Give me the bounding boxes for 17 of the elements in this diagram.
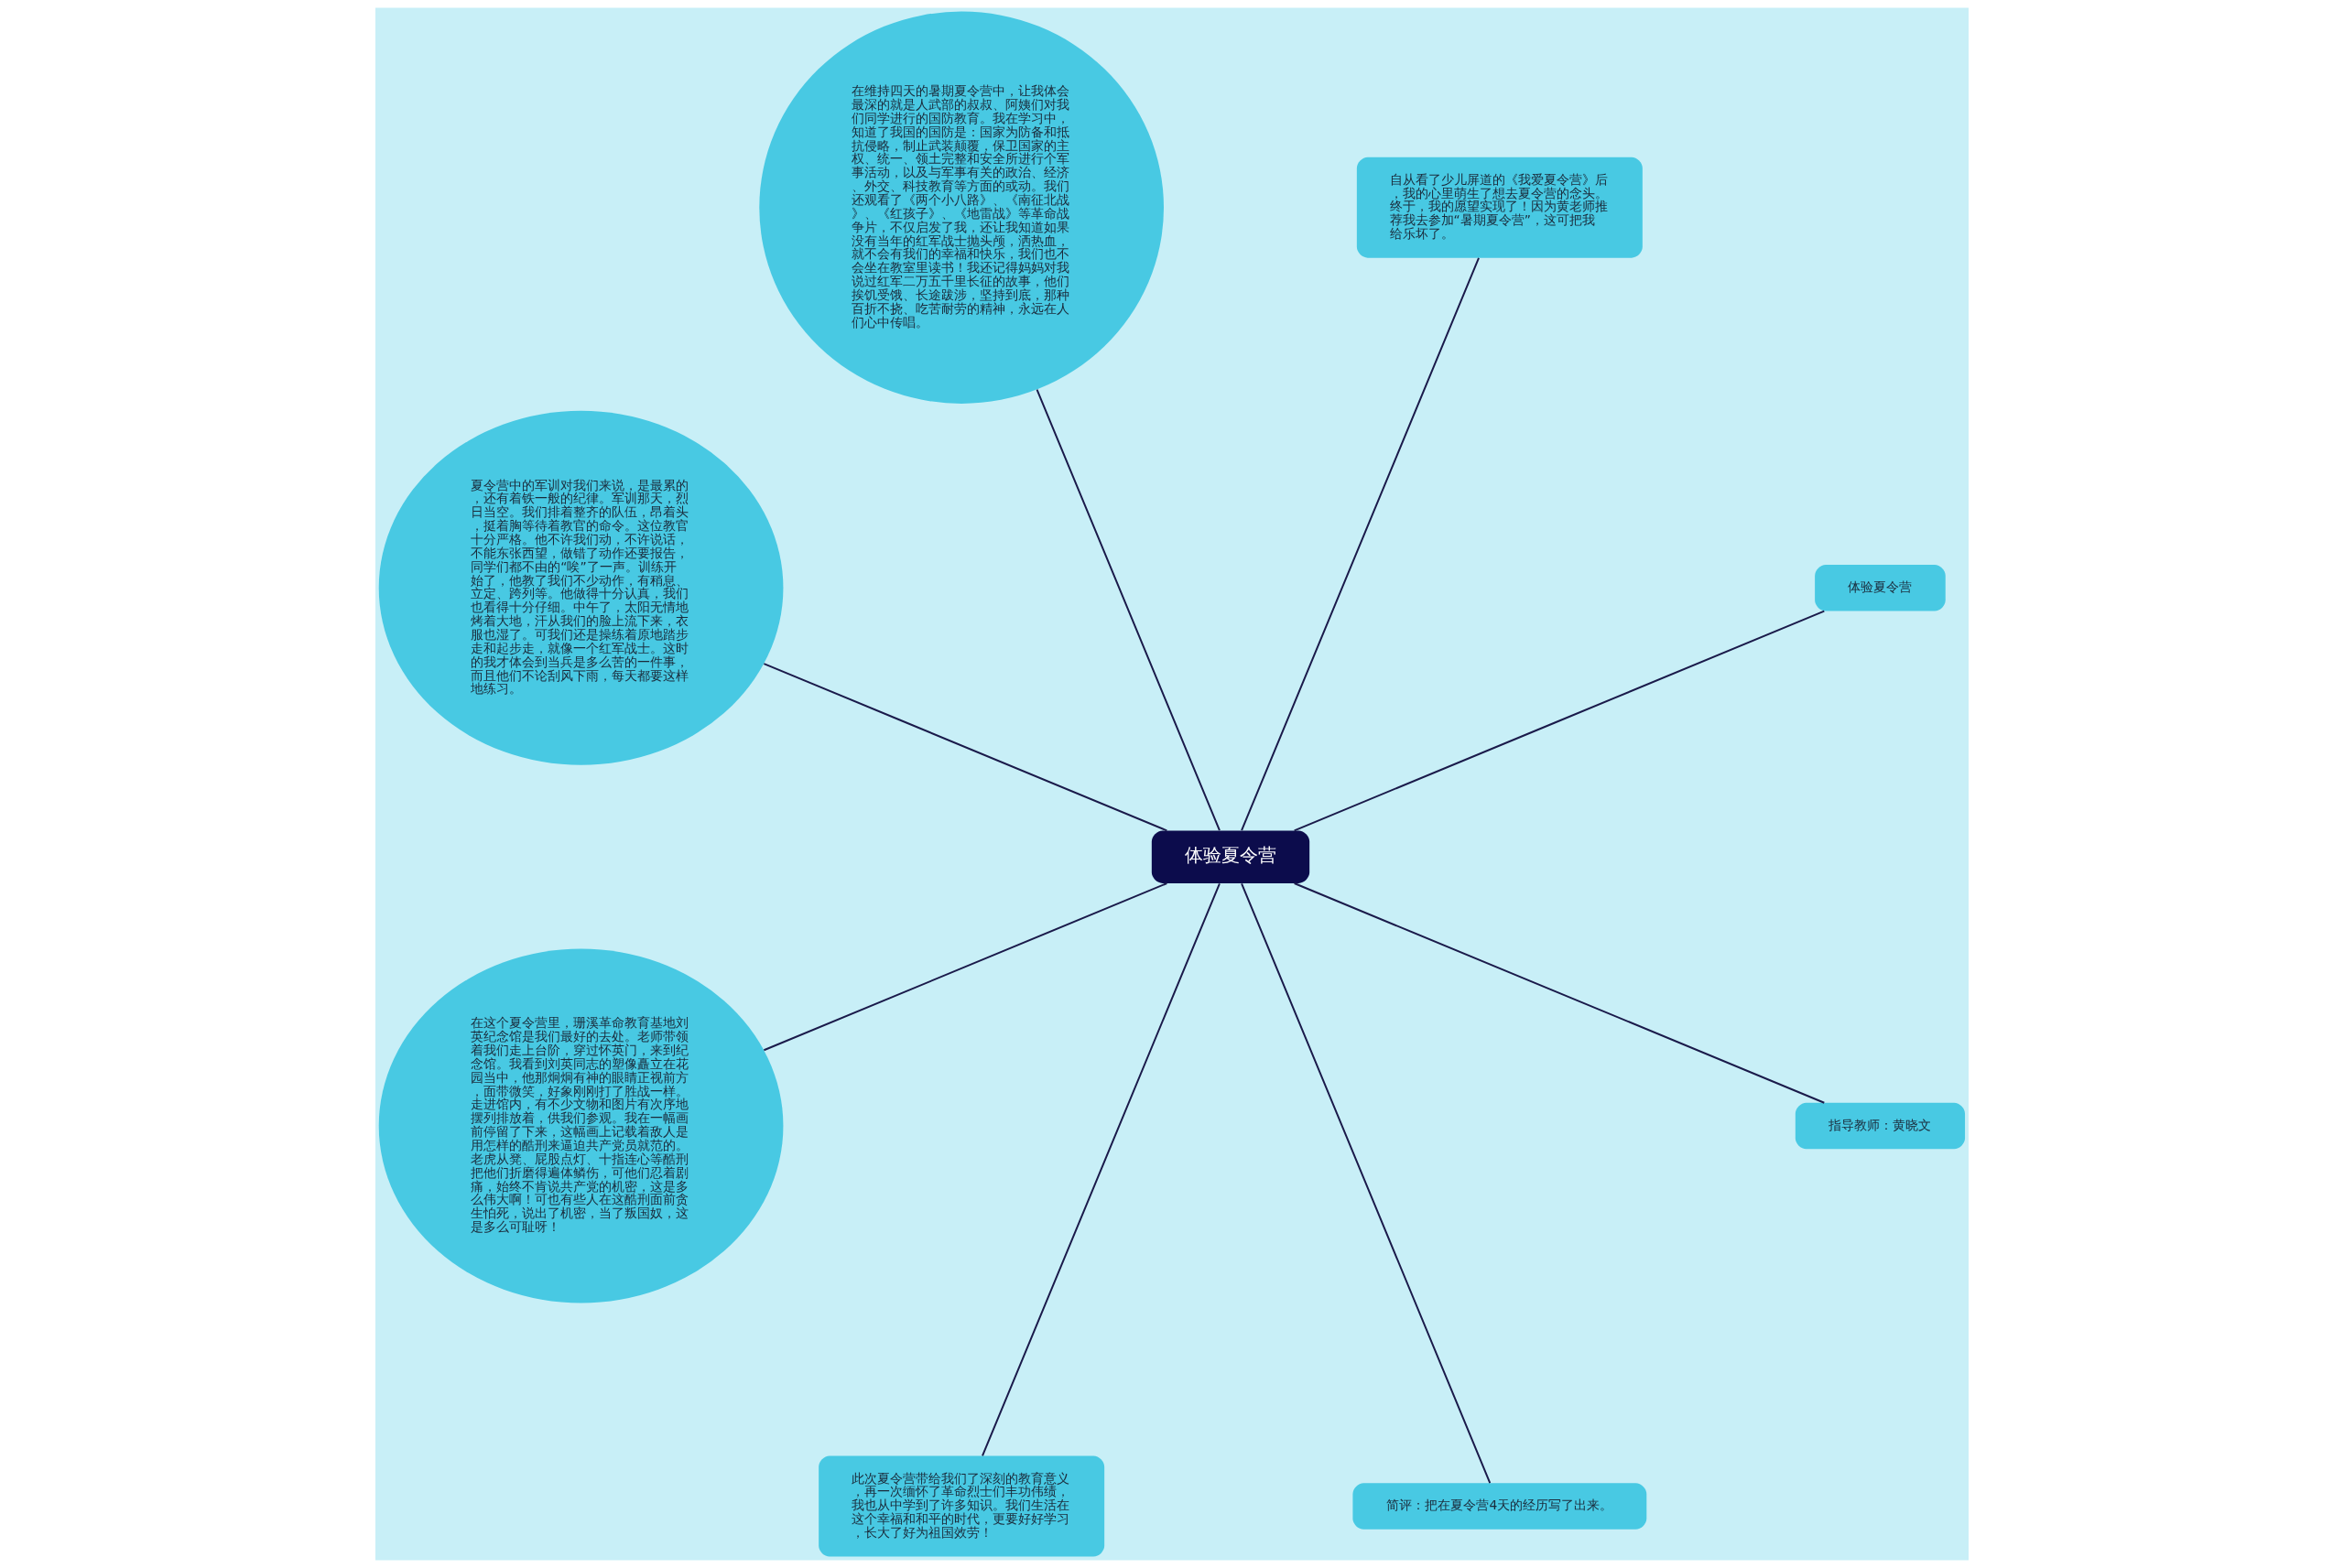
connector: [1241, 882, 1492, 1484]
connector: [1293, 882, 1826, 1104]
connector: [763, 882, 1168, 1052]
node-box: 此次夏令营带给我们了深刻的教育意义，再一次缅怀了革命烈士们丰功伟绩，我也从中学到了许多知识。我们生活在这个幸福和和平的时代，更要好好学习，长大了好为祖国效劳！: [819, 1455, 1105, 1557]
node-box: 体验夏令营: [1151, 830, 1310, 883]
connector: [982, 882, 1221, 1457]
node-box: 指导教师：黄晓文: [1795, 1102, 1966, 1150]
node-box: 自从看了少儿屏道的《我爱夏令营》后，我的心里萌生了想去夏令营的念头。终于，我的愿望实现了！因为黄老师推荐我去参加“暑期夏令营”，这可把我给乐坏了。: [1356, 157, 1643, 258]
node-ellipse: 夏令营中的军训对我们来说，是最累的，还有着铁一般的纪律。军训那天，烈日当空。我们排着整齐的队伍，昂着头，挺着胸等待着教官的命令。这位教官十分严格。他不许我们动，不许说话，不能东张西望，做错了动作还要报告，同学们都不由的“唉”了一声。训练开始了，他教了我们不少动作，有稍息、立定、跨列等。他做得十分认真，我们也看得十分仔细。中午了，太阳无情地烤着大地，汗从我们的脸上流下来，衣服也湿了。可我们还是操练着原地踏步走和起步走，就像一个红军战士。这时的我才体会到当兵是多么苦的一件事，而且他们不论刮风下雨，每天都要这样地练习。: [378, 410, 784, 765]
connector: [1293, 610, 1826, 832]
node-box: 体验夏令营: [1815, 565, 1946, 611]
connector: [763, 663, 1168, 832]
node-ellipse: 在这个夏令营里，珊溪革命教育基地刘英纪念馆是我们最好的去处。老师带领着我们走上台阶，穿过怀英门，来到纪念馆。我看到刘英同志的塑像矗立在花园当中，他那炯炯有神的眼睛正视前方，面带微笑，好象刚刚打了胜战一样。走进馆内，有不少文物和图片有次序地摆列排放着，供我们参观。我在一幅画前停留了下来，这幅画上记载着敌人是用怎样的酷刑来逼迫共产党员就范的。老虎从凳、屁股点灯、十指连心等酷刑把他们折磨得遍体鳞伤，可他们忍着剧痛，始终不肯说共产党的机密，这是多么伟大啊！可也有些人在这酷刑面前贪生怕死，说出了机密，当了叛国奴，这是多么可耻呀！: [378, 948, 784, 1303]
connector: [1241, 256, 1480, 831]
node-box: 简评：把在夏令营4天的经历写了出来。: [1352, 1483, 1647, 1530]
node-circle: 在维持四天的暑期夏令营中，让我体会最深的就是人武部的叔叔、阿姨们对我们同学进行的国防教育。我在学习中，知道了我国的国防是：国家为防备和抵抗侵略，制止武装颠覆，保卫国家的主权、统一、领土完整和安全所进行个军事活动，以及与军事有关的政治、经济、外交、科技教育等方面的或动。我们还观看了《两个小八路》、《南征北战》、《红孩子》、《地雷战》等革命战争片，不仅启发了我，还让我知道如果没有当年的红军战士抛头颅，洒热血，就不会有我们的幸福和快乐，我们也不会坐在教室里读书！我还记得妈妈对我说过红军二万五千里长征的故事，他们挨饥受饿、长途跋涉，坚持到底，那种百折不挠、吃苦耐劳的精神，永远在人们心中传唱。: [759, 11, 1164, 404]
connector: [1036, 388, 1221, 831]
